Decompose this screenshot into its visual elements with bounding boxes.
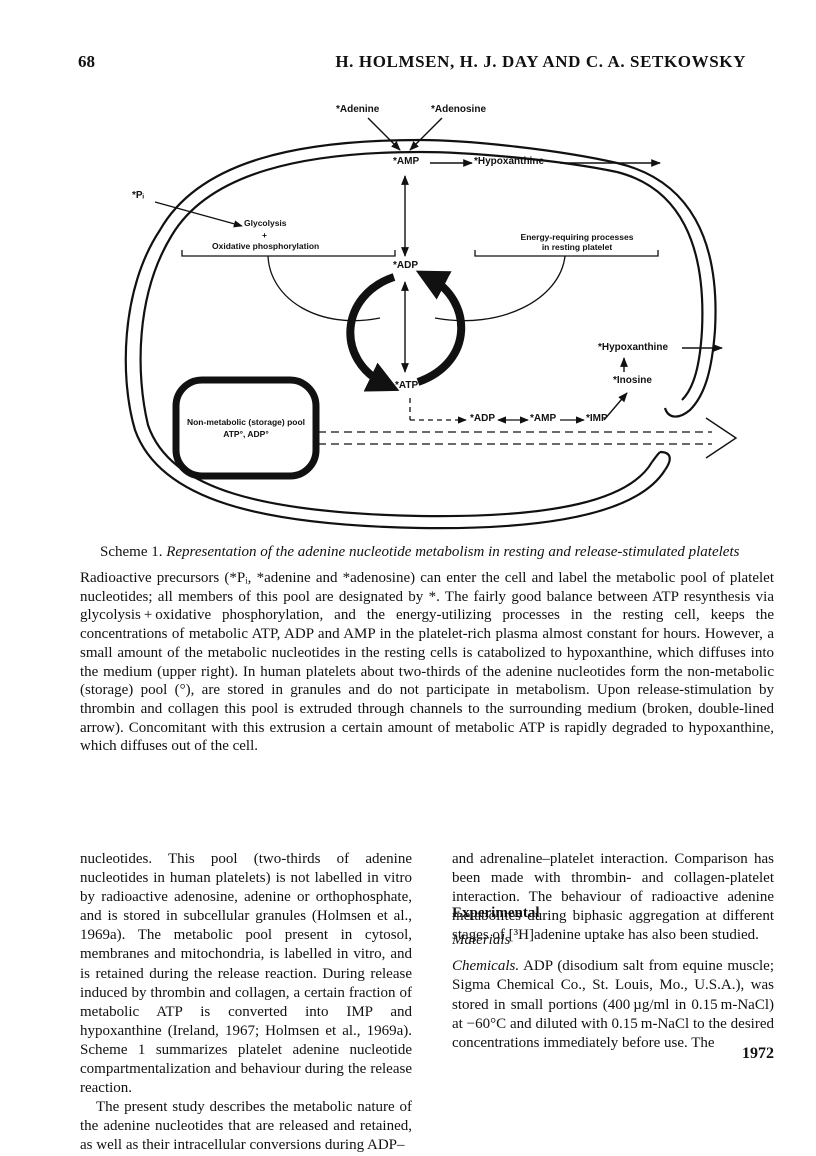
- label-chain-adp: *ADP: [470, 413, 496, 424]
- storage-pool-box: [172, 376, 320, 480]
- scheme-caption: Scheme 1. Representation of the adenine …: [100, 544, 780, 561]
- running-head: 68 H. HOLMSEN, H. J. DAY AND C. A. SETKO…: [78, 52, 746, 76]
- label-pi: *Pᵢ: [132, 190, 144, 201]
- right-column: and adrenaline–platelet interaction. Com…: [452, 850, 774, 945]
- right-paragraph-1: and adrenaline–platelet interaction. Com…: [452, 851, 774, 944]
- subsection-heading-materials: Materials: [452, 932, 511, 948]
- label-glycolysis: Glycolysis: [244, 218, 287, 228]
- label-hypoxanthine-top: *Hypoxanthine: [474, 156, 545, 167]
- label-inosine: *Inosine: [613, 375, 652, 386]
- label-oxidative-phosphorylation: Oxidative phosphorylation: [212, 241, 320, 251]
- label-adenosine: *Adenosine: [431, 104, 487, 115]
- inosine-hypoxanthine-arrows: [603, 344, 723, 421]
- label-adenine: *Adenine: [336, 104, 380, 115]
- caption-title: Representation of the adenine nucleotide…: [166, 544, 740, 560]
- precursor-arrows: [367, 117, 443, 151]
- section-heading-experimental: Experimental: [452, 905, 540, 921]
- release-arrow: [318, 431, 712, 445]
- left-paragraph-2: The present study describes the metaboli…: [80, 1099, 412, 1154]
- release-arrowhead: [705, 417, 738, 459]
- scheme-legend: Radioactive precursors (*Pᵢ, *adenine an…: [80, 570, 774, 755]
- label-chain-imp: *IMP: [586, 413, 608, 424]
- chemicals-paragraph: Chemicals. ADP (disodium salt from equin…: [452, 957, 774, 1053]
- running-head-authors: H. HOLMSEN, H. J. DAY AND C. A. SETKOWSK…: [335, 52, 746, 71]
- atp-adp-cycle: [346, 270, 466, 392]
- label-energy-processes-2: in resting platelet: [541, 242, 613, 252]
- label-atp: *ATP: [395, 380, 419, 391]
- label-storage-pool-1: Non-metabolic (storage) pool: [186, 417, 306, 427]
- label-storage-pool-2: ATP°, ADP°: [223, 429, 269, 439]
- chemicals-label: Chemicals.: [452, 958, 520, 974]
- left-paragraph-1: nucleotides. This pool (two-thirds of ad…: [80, 851, 412, 1097]
- left-column: nucleotides. This pool (two-thirds of ad…: [80, 850, 412, 1156]
- label-amp: *AMP: [393, 156, 420, 167]
- caption-prefix: Scheme 1.: [100, 544, 163, 560]
- label-plus: +: [262, 230, 267, 240]
- label-adp: *ADP: [393, 260, 419, 271]
- chemicals-text: ADP (disodium salt from equine muscle; S…: [452, 958, 774, 1052]
- page-number: 68: [78, 52, 95, 71]
- cell-membrane: [124, 138, 717, 530]
- scheme-diagram: *Adenine *Adenosine *AMP *Hypoxanthine *…: [0, 0, 816, 540]
- atp-breakdown-chain: [409, 398, 585, 424]
- label-hypoxanthine-right: *Hypoxanthine: [598, 342, 669, 353]
- label-energy-processes-1: Energy-requiring processes: [520, 232, 634, 242]
- label-chain-amp: *AMP: [530, 413, 557, 424]
- pi-arrow: [154, 201, 243, 228]
- scheme-drawing: [124, 117, 738, 530]
- braces: [181, 250, 659, 322]
- footer-year: 1972: [742, 1045, 774, 1062]
